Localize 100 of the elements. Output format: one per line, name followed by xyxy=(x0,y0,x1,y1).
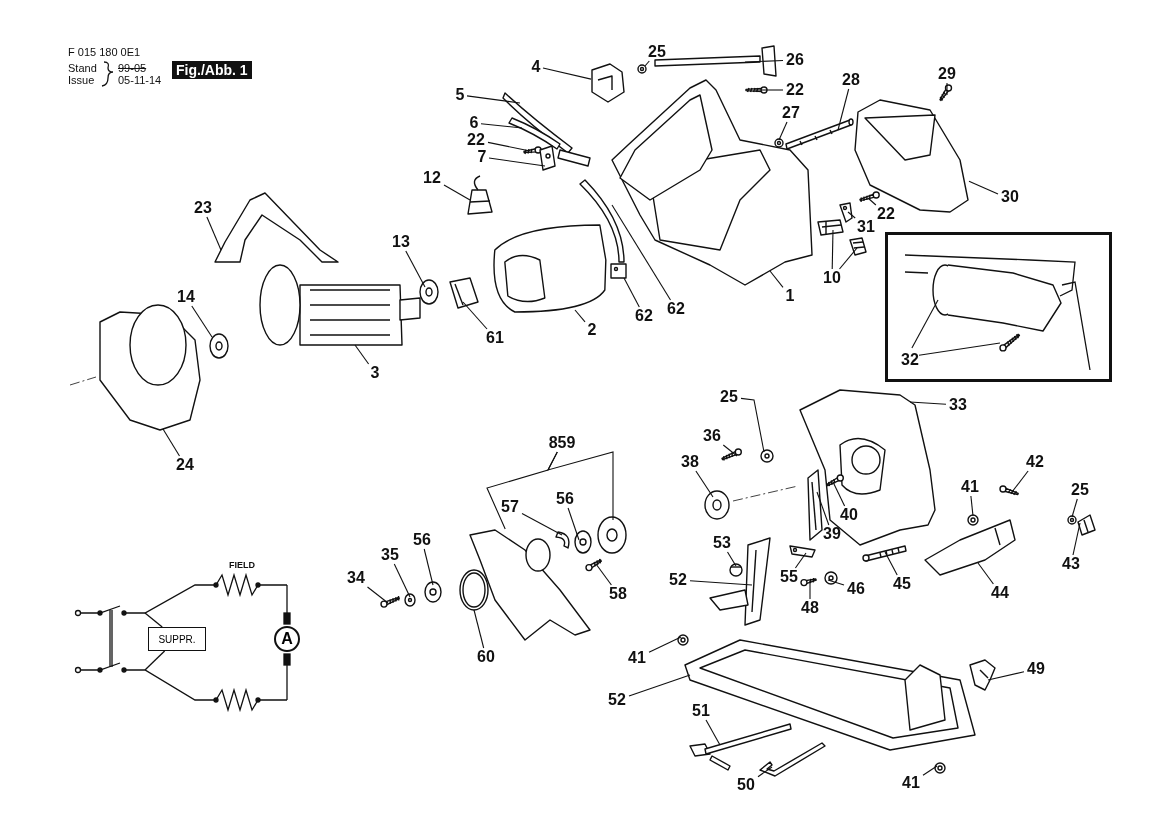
guard-lever xyxy=(807,469,823,541)
threaded-rod xyxy=(785,118,854,150)
callout-number: 45 xyxy=(890,575,914,593)
carbon-brush xyxy=(467,175,493,215)
callout-number: 53 xyxy=(710,534,734,552)
suppressor-symbol: SUPPR. xyxy=(148,627,206,651)
retaining-ring xyxy=(459,569,489,611)
callout-number: 26 xyxy=(783,51,807,69)
screw xyxy=(380,594,401,608)
leader-line xyxy=(867,197,877,206)
leader-line xyxy=(366,586,389,604)
callout-number: 14 xyxy=(174,288,198,306)
leader-line xyxy=(744,59,784,63)
nut xyxy=(824,571,838,585)
leader-line xyxy=(970,495,974,517)
callout-number: 62 xyxy=(664,300,688,318)
leader-line xyxy=(354,344,370,365)
leader-line xyxy=(838,247,858,270)
leader-line xyxy=(847,211,856,219)
ball-bearing xyxy=(419,279,439,305)
leader-line xyxy=(827,579,845,586)
switch-block xyxy=(591,63,625,103)
rip-fence xyxy=(689,723,792,771)
callout-number: 40 xyxy=(837,506,861,524)
nut xyxy=(934,762,946,774)
leader-line xyxy=(628,674,691,697)
leader-line xyxy=(542,67,592,80)
callout-number: 60 xyxy=(474,648,498,666)
callout-number: 7 xyxy=(475,148,489,166)
callout-number: 42 xyxy=(1023,453,1047,471)
leader-line xyxy=(918,342,1001,356)
washer xyxy=(760,449,774,463)
leader-line xyxy=(909,401,947,405)
superseded-date: 99-05 xyxy=(118,62,147,74)
leader-line xyxy=(567,507,580,541)
screw xyxy=(745,86,768,94)
callout-number: 52 xyxy=(605,691,629,709)
leader-line xyxy=(689,580,753,586)
nut xyxy=(677,634,689,646)
callout-number: 10 xyxy=(820,269,844,287)
leader-line xyxy=(726,551,737,567)
angle-segment xyxy=(709,537,771,626)
callout-number: 24 xyxy=(173,456,197,474)
leader-line xyxy=(206,216,222,251)
issue-date: 05-11-14 xyxy=(118,74,162,86)
nut xyxy=(967,514,979,526)
screw xyxy=(999,485,1020,496)
washer xyxy=(574,530,592,554)
callout-number: 44 xyxy=(988,584,1012,602)
part-number: F 015 180 0E1 xyxy=(68,46,141,58)
leader-line xyxy=(393,563,411,598)
screw xyxy=(858,191,880,203)
wire xyxy=(144,612,163,628)
motor-symbol: A xyxy=(274,626,300,652)
depth-bracket xyxy=(924,519,1016,576)
spring xyxy=(555,531,570,549)
leader-line xyxy=(462,301,488,330)
callout-number: 29 xyxy=(935,65,959,83)
leader-line xyxy=(611,204,672,301)
screw xyxy=(585,558,603,572)
callout-number: 36 xyxy=(700,427,724,445)
screw xyxy=(800,577,818,587)
callout-number: 56 xyxy=(410,531,434,549)
leader-line xyxy=(757,766,773,778)
callout-number: 32 xyxy=(898,351,922,369)
leader-line xyxy=(574,309,586,323)
callout-number: 25 xyxy=(1068,481,1092,499)
leader-line xyxy=(769,270,784,288)
leader-line xyxy=(831,229,834,270)
callout-number: 23 xyxy=(191,199,215,217)
callout-number: 12 xyxy=(420,169,444,187)
leader-line xyxy=(911,299,939,349)
leader-line xyxy=(595,563,612,586)
leader-line xyxy=(480,123,523,129)
gear xyxy=(704,490,730,520)
leader-line xyxy=(487,141,531,152)
date-caption: Stand xyxy=(68,62,97,74)
flange xyxy=(597,516,627,554)
switch xyxy=(817,219,844,236)
star-knob xyxy=(969,659,996,691)
callout-number: 41 xyxy=(625,649,649,667)
leader-line xyxy=(778,121,788,141)
base-plate xyxy=(684,639,976,751)
washer xyxy=(1067,515,1077,525)
callout-number: 5 xyxy=(453,86,467,104)
nozzle xyxy=(932,264,1062,332)
insulating-tab xyxy=(610,263,627,279)
callout-number: 22 xyxy=(464,131,488,149)
wire xyxy=(144,650,166,671)
hex-key xyxy=(759,742,826,777)
callout-number: 35 xyxy=(378,546,402,564)
callout-number: 22 xyxy=(783,81,807,99)
callout-number: 6 xyxy=(467,114,481,132)
callout-number: 13 xyxy=(389,233,413,251)
motor-housing xyxy=(611,79,813,286)
callout-number: 34 xyxy=(344,569,368,587)
callout-number: 30 xyxy=(998,188,1022,206)
callout-number: 38 xyxy=(678,453,702,471)
leader-line xyxy=(922,765,938,776)
leader-line xyxy=(191,305,213,338)
